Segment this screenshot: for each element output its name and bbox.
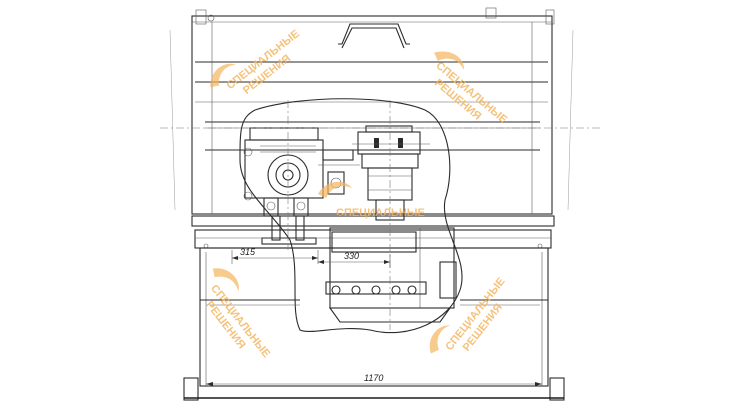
upper-housing xyxy=(169,15,574,215)
dimension-330-label: 330 xyxy=(344,251,359,261)
center-lines xyxy=(160,100,600,330)
assembly-contour xyxy=(239,98,463,334)
lid-handle xyxy=(338,23,410,49)
dimension-1170-label: 1170 xyxy=(364,373,383,383)
lid-clips xyxy=(195,7,555,25)
lower-frame xyxy=(183,215,565,401)
watermark-bottom-left: СПЕЦИАЛЬНЫЕ РЕШЕНИЯ xyxy=(203,268,272,360)
watermark-top-left: СПЕЦИАЛЬНЫЕ РЕШЕНИЯ xyxy=(210,28,302,97)
watermark-top-right: СПЕЦИАЛЬНЫЕ РЕШЕНИЯ xyxy=(432,51,509,126)
discharge-unit xyxy=(325,227,457,323)
gear-motor xyxy=(243,127,324,245)
watermark-center: СПЕЦИАЛЬНЫЕ xyxy=(318,181,425,219)
dimension-1170 xyxy=(206,382,542,386)
bearing-housing xyxy=(352,125,430,221)
watermark-text-5: СПЕЦИАЛЬНЫЕ xyxy=(336,207,425,219)
dimension-330 xyxy=(318,254,391,268)
dimension-315-label: 315 xyxy=(240,247,256,257)
dimension-315 xyxy=(231,250,319,264)
